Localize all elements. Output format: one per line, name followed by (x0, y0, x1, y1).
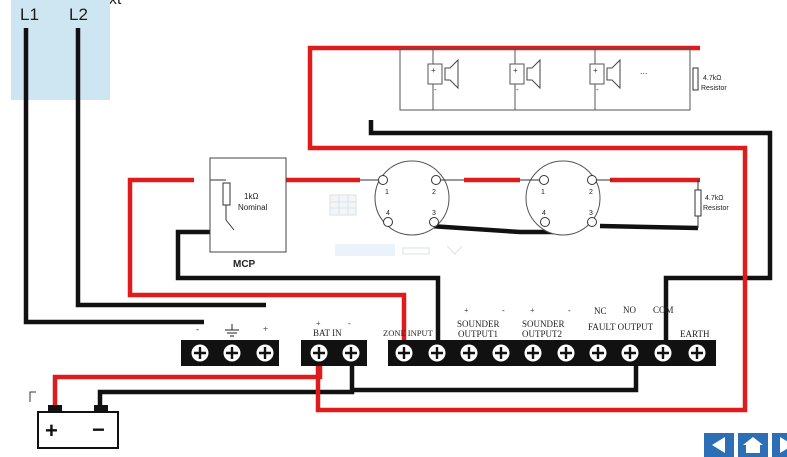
wire-fault-common (352, 362, 639, 393)
wire-mcp-return (175, 229, 441, 345)
svg-text:+: + (263, 324, 268, 334)
svg-text:-: - (196, 324, 199, 334)
red-wires (52, 45, 748, 413)
bat-in-label: BAT IN (313, 328, 342, 338)
mcp-label: MCP (233, 259, 256, 270)
svg-text:+: + (593, 66, 598, 75)
svg-text:+: + (513, 66, 518, 75)
terminal-labels: - + + - BAT IN ZONE INPUT + - + - SOUNDE… (196, 305, 710, 339)
sounder-resistor-label: Resistor (701, 85, 727, 92)
wire-zone-plus (127, 177, 407, 345)
wire-bottom-eol (599, 223, 699, 231)
svg-text:-: - (348, 319, 351, 328)
toolbar-strip-icon (335, 244, 395, 256)
sounder-3: + - (589, 48, 621, 110)
svg-text:+: + (464, 306, 469, 315)
no-label: NO (623, 305, 636, 315)
earth-symbol-icon (225, 324, 239, 337)
sounder-circuit: + - + - + - ... 4.7kΩ Resistor (399, 47, 727, 111)
mcp-resistor (222, 182, 231, 206)
speaker-icon (526, 58, 541, 90)
speaker-icon (444, 58, 459, 90)
sounder2-label-b: OUTPUT2 (522, 329, 562, 339)
wire-battery-plus (52, 358, 323, 405)
eol-label: Resistor (703, 205, 729, 212)
battery: + − (29, 391, 119, 449)
sounder-1: + - (427, 48, 459, 110)
svg-text:1: 1 (541, 189, 545, 196)
earth-label: EARTH (680, 329, 710, 339)
sounder1-label-b: OUTPUT1 (458, 329, 498, 339)
mcp-unit: 1kΩ Nominal MCP (209, 157, 287, 270)
svg-text:4: 4 (386, 210, 390, 217)
header-cut-text: ext (100, 0, 122, 8)
eol-value: 4.7kΩ (705, 195, 723, 202)
svg-text:1: 1 (385, 189, 389, 196)
sounder1-label-a: SOUNDER (457, 319, 500, 329)
sounder-frame (399, 47, 691, 111)
terminal-block-power (181, 340, 279, 366)
table-icon (329, 194, 357, 216)
zone-input-label: ZONE INPUT (383, 328, 434, 338)
wire-sounder-top (307, 45, 748, 413)
nav-forward-button[interactable] (772, 433, 787, 457)
battery-plus: + (45, 418, 58, 443)
supply-l1-label: L1 (20, 5, 39, 24)
nc-label: NC (594, 306, 607, 316)
nav-back-button[interactable] (704, 433, 734, 457)
wire-l2 (75, 28, 266, 308)
wire-l1 (23, 28, 204, 325)
svg-text:3: 3 (432, 210, 436, 217)
supply-l2-label: L2 (69, 5, 88, 24)
svg-text:3: 3 (589, 210, 593, 217)
terminal-block-battery (301, 340, 367, 366)
sounder-resistor-value: 4.7kΩ (703, 75, 721, 82)
zone-eol-resistor: 4.7kΩ Resistor (694, 180, 729, 228)
svg-text:-: - (596, 85, 599, 94)
sounder2-label-a: SOUNDER (522, 319, 565, 329)
svg-text:+: + (530, 306, 535, 315)
svg-text:-: - (516, 85, 519, 94)
battery-body (37, 411, 119, 449)
battery-minus: − (92, 417, 105, 442)
svg-text:2: 2 (432, 189, 436, 196)
sounder-eol-resistor (692, 67, 699, 91)
sounder-2: + - (509, 48, 541, 110)
sounder-continuation-dots: ... (640, 66, 648, 76)
terminal-block-main (388, 340, 716, 366)
svg-text:4: 4 (542, 210, 546, 217)
black-wires (23, 28, 773, 405)
wire-battery-minus (97, 360, 355, 405)
mcp-switch (225, 219, 235, 231)
wire-sounder-return (368, 120, 773, 340)
nav-home-button[interactable] (738, 433, 768, 457)
detector-base-2: 1 2 4 3 (520, 160, 612, 236)
fault-output-label: FAULT OUTPUT (588, 322, 654, 332)
detector-base-1: 1 2 4 3 (360, 160, 464, 236)
svg-text:-: - (568, 306, 571, 315)
svg-text:+: + (316, 319, 321, 328)
svg-text:-: - (434, 85, 437, 94)
mcp-value: 1kΩ (244, 192, 258, 201)
svg-text:2: 2 (589, 189, 593, 196)
speaker-icon (606, 58, 621, 90)
com-label: COM (653, 305, 674, 315)
overlay-artifacts (329, 194, 463, 256)
mcp-nominal: Nominal (238, 203, 268, 212)
svg-text:-: - (502, 306, 505, 315)
svg-text:+: + (431, 66, 436, 75)
